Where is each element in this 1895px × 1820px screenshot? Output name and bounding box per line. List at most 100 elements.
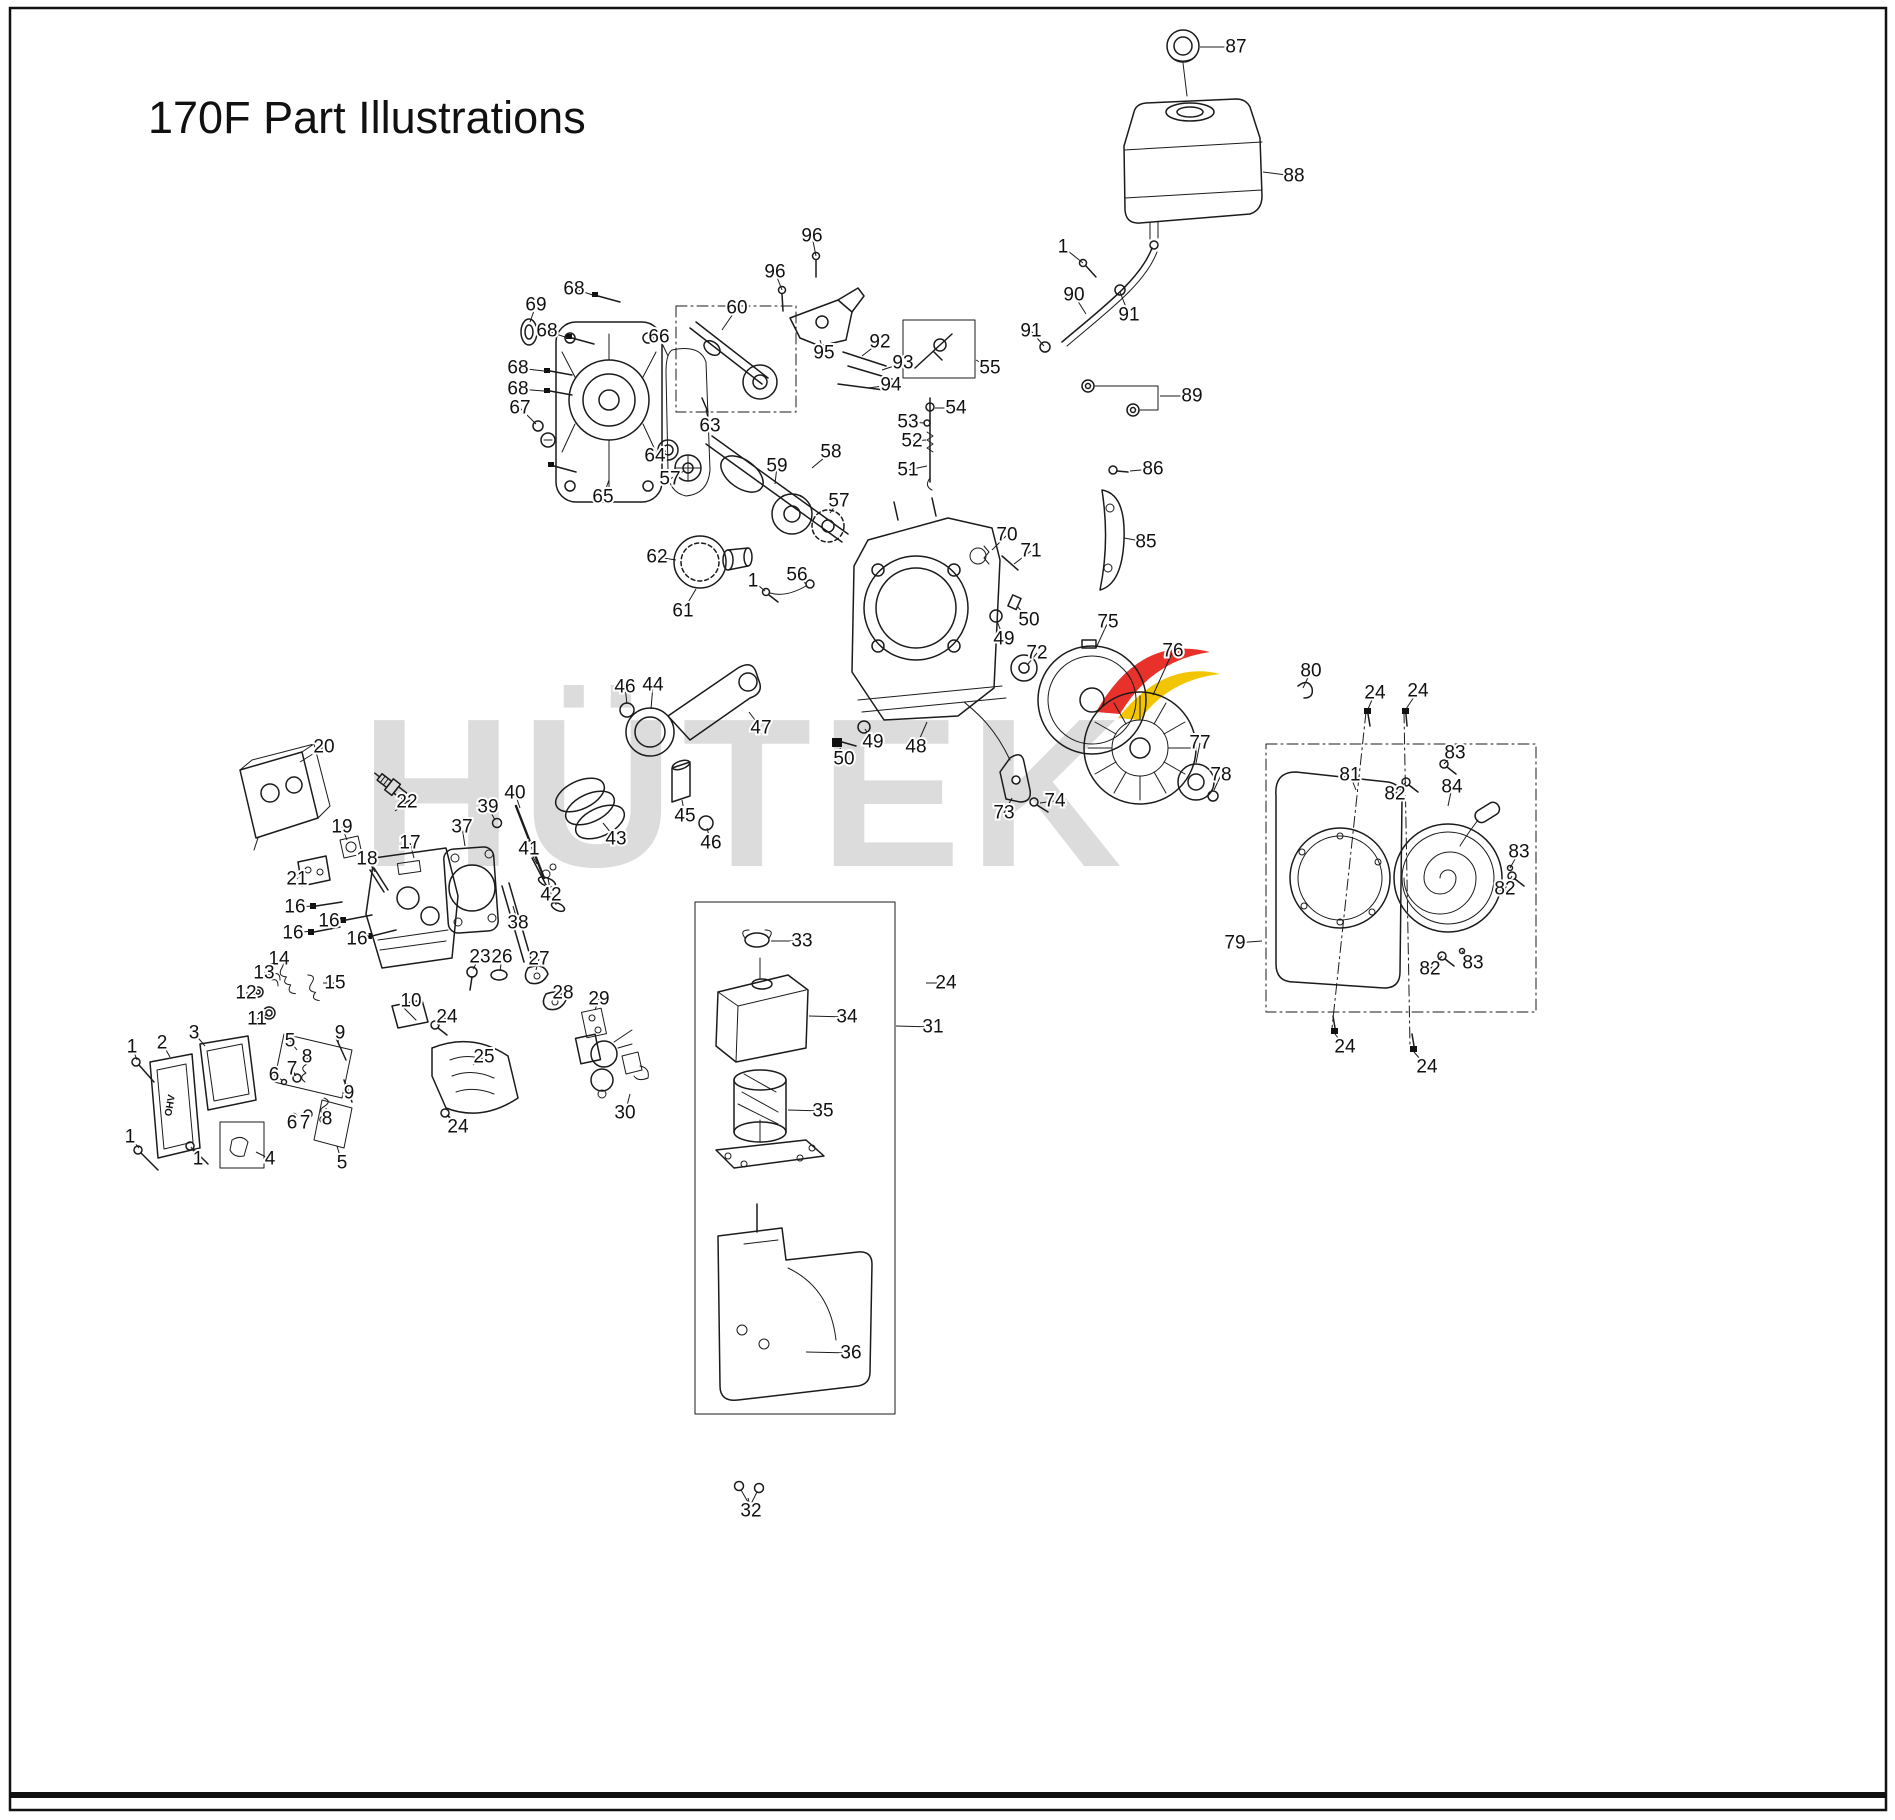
screw-96 bbox=[811, 251, 821, 278]
part-number-callout-81: 81 bbox=[1339, 765, 1360, 786]
fan-cover-79 bbox=[1275, 771, 1403, 989]
cover-gasket bbox=[665, 348, 711, 497]
part-number-callout-16: 16 bbox=[346, 929, 367, 950]
part-number-callout-40: 40 bbox=[504, 783, 525, 804]
part-number-callout-48: 48 bbox=[905, 737, 926, 758]
part-number-callout-17: 17 bbox=[399, 833, 420, 854]
breather-box-4 bbox=[219, 1121, 265, 1169]
bolt-68 bbox=[544, 388, 573, 396]
part-number-callout-6: 6 bbox=[287, 1113, 298, 1134]
leader-line bbox=[1095, 621, 1109, 649]
leader-line bbox=[1152, 650, 1174, 696]
flywheel-76 bbox=[1083, 691, 1197, 805]
part-number-callout-23: 23 bbox=[469, 947, 490, 968]
bolt-24 bbox=[1331, 1015, 1338, 1034]
part-number-callout-24: 24 bbox=[447, 1117, 469, 1138]
piston-connecting-rod bbox=[554, 664, 762, 840]
part-number-callout-36: 36 bbox=[840, 1343, 861, 1364]
rocker-arm-28 bbox=[542, 991, 567, 1011]
leader-line bbox=[487, 806, 496, 821]
part-number-callout-56: 56 bbox=[786, 565, 807, 586]
leader-line bbox=[650, 684, 654, 710]
leader-line bbox=[1195, 742, 1201, 764]
switch-bracket-73 bbox=[999, 754, 1032, 803]
leader-line bbox=[409, 842, 415, 859]
part-number-callout-1: 1 bbox=[127, 1037, 138, 1058]
washer bbox=[989, 609, 1003, 623]
screw-1 bbox=[761, 587, 779, 603]
part-number-callout-51: 51 bbox=[897, 460, 918, 481]
carburetor-30 bbox=[574, 1029, 649, 1099]
part-number-callout-43: 43 bbox=[605, 829, 626, 850]
governor-pin bbox=[1001, 555, 1019, 571]
nut-26 bbox=[490, 969, 508, 981]
leader-line bbox=[1027, 652, 1038, 665]
part-number-callout-83: 83 bbox=[1444, 743, 1465, 764]
leader-line bbox=[512, 905, 519, 924]
fuel-cap bbox=[1166, 29, 1200, 63]
leader-line bbox=[1123, 537, 1147, 543]
part-number-callout-91: 91 bbox=[1020, 321, 1041, 342]
stud-16 bbox=[340, 914, 373, 923]
leader-line bbox=[346, 1082, 350, 1094]
keepers-13 bbox=[271, 973, 281, 987]
leader-line bbox=[547, 877, 552, 896]
part-number-callout-57: 57 bbox=[828, 491, 849, 512]
leader-line bbox=[654, 450, 667, 457]
callout-bracket-89 bbox=[1094, 385, 1159, 411]
crank-counterweight bbox=[720, 455, 764, 493]
part-number-callout-22: 22 bbox=[396, 792, 417, 813]
part-number-callout-73: 73 bbox=[993, 803, 1014, 824]
leader-line bbox=[190, 1146, 199, 1160]
governor-spring bbox=[983, 545, 990, 565]
governor-rod bbox=[842, 351, 887, 367]
air-cleaner-cover-34 bbox=[715, 957, 809, 1063]
part-number-callout-27: 27 bbox=[528, 949, 549, 970]
leader-line bbox=[796, 574, 807, 585]
leader-line bbox=[1504, 875, 1513, 890]
leader-line bbox=[1073, 294, 1087, 315]
part-number-callout-74: 74 bbox=[1044, 791, 1066, 812]
drain-plug bbox=[532, 420, 544, 432]
part-number-callout-26: 26 bbox=[491, 947, 512, 968]
leader-line bbox=[405, 1000, 412, 1009]
pin-9 bbox=[343, 1079, 353, 1103]
cap-7 bbox=[303, 1109, 313, 1119]
part-number-callout-29: 29 bbox=[588, 989, 609, 1010]
part-number-callout-83: 83 bbox=[1508, 842, 1529, 863]
collar-42 bbox=[541, 869, 551, 879]
screw-1 bbox=[1078, 258, 1097, 278]
part-number-callout-52: 52 bbox=[901, 431, 922, 452]
valve-spring-15 bbox=[307, 974, 320, 1002]
valve-cover-ohv-label: OHV bbox=[163, 1094, 178, 1118]
backing-plate-75 bbox=[1037, 645, 1147, 755]
leader-line bbox=[975, 359, 991, 369]
part-number-callout-24: 24 bbox=[935, 973, 957, 994]
breather-plate-5 bbox=[313, 1099, 353, 1149]
part-number-callout-33: 33 bbox=[791, 931, 812, 952]
leader-line bbox=[535, 958, 540, 971]
bolt-68 bbox=[544, 368, 573, 376]
part-number-callout-85: 85 bbox=[1135, 532, 1156, 553]
valve-train-parts bbox=[252, 959, 567, 1029]
leader-line bbox=[1016, 605, 1030, 621]
piston-ring bbox=[554, 777, 606, 813]
leader-line bbox=[255, 1151, 271, 1160]
clip-80 bbox=[1297, 681, 1314, 699]
leader-line bbox=[514, 792, 521, 809]
leader-line bbox=[706, 827, 712, 844]
part-number-callout-13: 13 bbox=[253, 963, 274, 984]
muffler-assembly bbox=[239, 743, 363, 887]
page-title: 170F Part Illustrations bbox=[148, 92, 586, 143]
part-number-callout-50: 50 bbox=[833, 749, 854, 770]
bearing bbox=[657, 439, 679, 461]
part-number-callout-58: 58 bbox=[820, 442, 841, 463]
connecting-rod bbox=[667, 664, 762, 741]
leader-line bbox=[805, 1351, 852, 1354]
part-number-callout-19: 19 bbox=[331, 817, 352, 838]
filter-element-35 bbox=[715, 1069, 825, 1169]
spring-8 bbox=[319, 1097, 329, 1125]
part-number-callout-37: 37 bbox=[451, 817, 472, 838]
leader-line bbox=[748, 711, 762, 729]
